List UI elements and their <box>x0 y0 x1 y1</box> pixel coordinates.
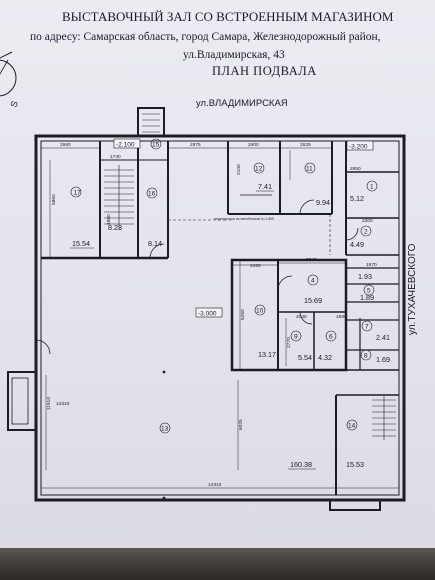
room-area-17: 15.54 <box>72 239 90 248</box>
dimension-label: 2770 <box>286 337 292 348</box>
dimension-label: 14310 <box>208 482 222 488</box>
paper-sheet <box>0 0 435 548</box>
room-area-6: 4.32 <box>318 353 332 362</box>
column-markers <box>162 370 166 500</box>
svg-text:16: 16 <box>148 191 156 198</box>
svg-text:14: 14 <box>348 423 356 430</box>
dimension-label: 11910 <box>46 397 52 410</box>
svg-text:2: 2 <box>364 229 368 236</box>
room-1-tag: 1 <box>366 180 378 192</box>
dimension-label: 2850 <box>350 166 361 172</box>
dimension-label: 2040 <box>296 314 307 320</box>
svg-text:7: 7 <box>365 324 369 331</box>
room-2-tag: 2 <box>360 225 372 237</box>
street-right-label: ул.ТУХАЧЕВСКОГО <box>407 243 418 335</box>
svg-text:11: 11 <box>306 166 313 173</box>
svg-text:5: 5 <box>367 288 371 295</box>
dimension-label: 2625 <box>300 142 311 148</box>
room-area-8: 1.69 <box>376 355 390 364</box>
room-area-1: 5.12 <box>350 194 364 203</box>
street-line: ул.Владимирская, 43 <box>183 49 285 61</box>
room-area-4: 15.69 <box>304 296 322 305</box>
table-surface <box>0 548 435 580</box>
room-14-tag: 14 <box>346 419 358 431</box>
room-area-7: 2.41 <box>376 333 390 342</box>
dimension-label: 5860 <box>51 194 57 205</box>
room-10-tag: 10 <box>254 304 266 316</box>
room-11-tag: 11 <box>304 162 316 174</box>
dimension-label: 2100 <box>236 164 242 175</box>
room-8-tag: 8 <box>360 349 372 361</box>
room-area-9: 5.54 <box>298 353 312 362</box>
dimension-label: 2400 <box>248 142 259 148</box>
level-label: -3.000 <box>198 311 217 318</box>
level-label: -2.100 <box>116 142 135 149</box>
dimension-label: 2450 <box>250 263 261 269</box>
dimension-label: 1870 <box>366 262 377 268</box>
room-6-tag: 6 <box>325 330 337 342</box>
partition-note: перегородка из пеноблоков h=1.800 <box>214 217 274 221</box>
svg-text:17: 17 <box>74 190 82 197</box>
svg-text:15: 15 <box>152 142 160 149</box>
room-area-14: 15.53 <box>346 460 364 469</box>
address-line: по адресу: Самарская область, город Сама… <box>30 31 381 43</box>
document-title: ВЫСТАВОЧНЫЙ ЗАЛ СО ВСТРОЕННЫМ МАГАЗИНОМ <box>62 9 394 24</box>
dimension-label: 2300 <box>362 218 373 224</box>
room-area-2: 4.49 <box>350 240 364 249</box>
room-area-5: 1.89 <box>360 293 374 302</box>
dimension-label: 14310 <box>56 401 70 407</box>
room-area-16: 8.14 <box>148 239 162 248</box>
svg-text:13: 13 <box>161 426 169 433</box>
svg-text:12: 12 <box>255 166 263 173</box>
svg-text:4: 4 <box>311 278 315 285</box>
interior-walls <box>35 113 399 495</box>
dimension-label: 4880 <box>106 214 112 225</box>
dimension-labels: 2660 1740 2975 2400 2625 2850 5860 4880 … <box>46 142 377 488</box>
level-label: -3.200 <box>349 144 368 151</box>
dimension-label: 2660 <box>60 142 71 148</box>
compass-letter: S <box>8 100 19 109</box>
svg-text:10: 10 <box>256 308 264 315</box>
svg-text:1: 1 <box>370 184 374 191</box>
dimension-label: 5260 <box>240 309 246 320</box>
svg-text:6: 6 <box>329 334 333 341</box>
room-9-tag: 9 <box>290 330 302 342</box>
dimension-label: 6025 <box>238 419 244 430</box>
room-5-tag: 5 <box>363 284 375 296</box>
dimension-label: 3740 <box>306 257 317 263</box>
room-12-tag: 12 <box>253 162 265 174</box>
room-area-10: 13.17 <box>258 350 276 359</box>
room-areas: 15.54 8.23 8.14 7.41 9.94 5.12 4.49 1.93… <box>72 182 390 469</box>
floor-plan: S ул.ВЛАДИМИРСКАЯ ул.ТУХАЧЕВСКОГО <box>0 51 418 511</box>
room-numbers: 17 15 16 12 11 1 2 4 10 5 9 6 7 8 13 14 <box>70 138 378 434</box>
compass-icon: S <box>0 51 20 109</box>
room-area-3: 1.93 <box>358 272 372 281</box>
room-area-15: 8.23 <box>108 223 122 232</box>
room-13-tag: 13 <box>159 422 171 434</box>
room-area-13: 160.38 <box>290 460 312 469</box>
area-underlines <box>70 190 316 470</box>
dimension-label: 1740 <box>110 154 121 160</box>
outer-walls <box>7 107 406 511</box>
svg-text:8: 8 <box>364 353 368 360</box>
plan-title: ПЛАН ПОДВАЛА <box>212 64 317 78</box>
street-top-label: ул.ВЛАДИМИРСКАЯ <box>196 98 288 109</box>
room-area-11: 9.94 <box>316 198 330 207</box>
svg-text:9: 9 <box>294 334 298 341</box>
dimension-label: 1590 <box>336 314 347 320</box>
room-7-tag: 7 <box>361 320 373 332</box>
room-area-12: 7.41 <box>258 182 272 191</box>
room-15-tag: 15 <box>150 138 162 150</box>
room-4-tag: 4 <box>307 274 319 286</box>
dimension-label: 2975 <box>190 142 201 148</box>
room-17-tag: 17 <box>70 186 82 198</box>
room-16-tag: 16 <box>146 187 158 199</box>
level-markers: -2.100 -3.200 -3.000 <box>113 138 374 318</box>
